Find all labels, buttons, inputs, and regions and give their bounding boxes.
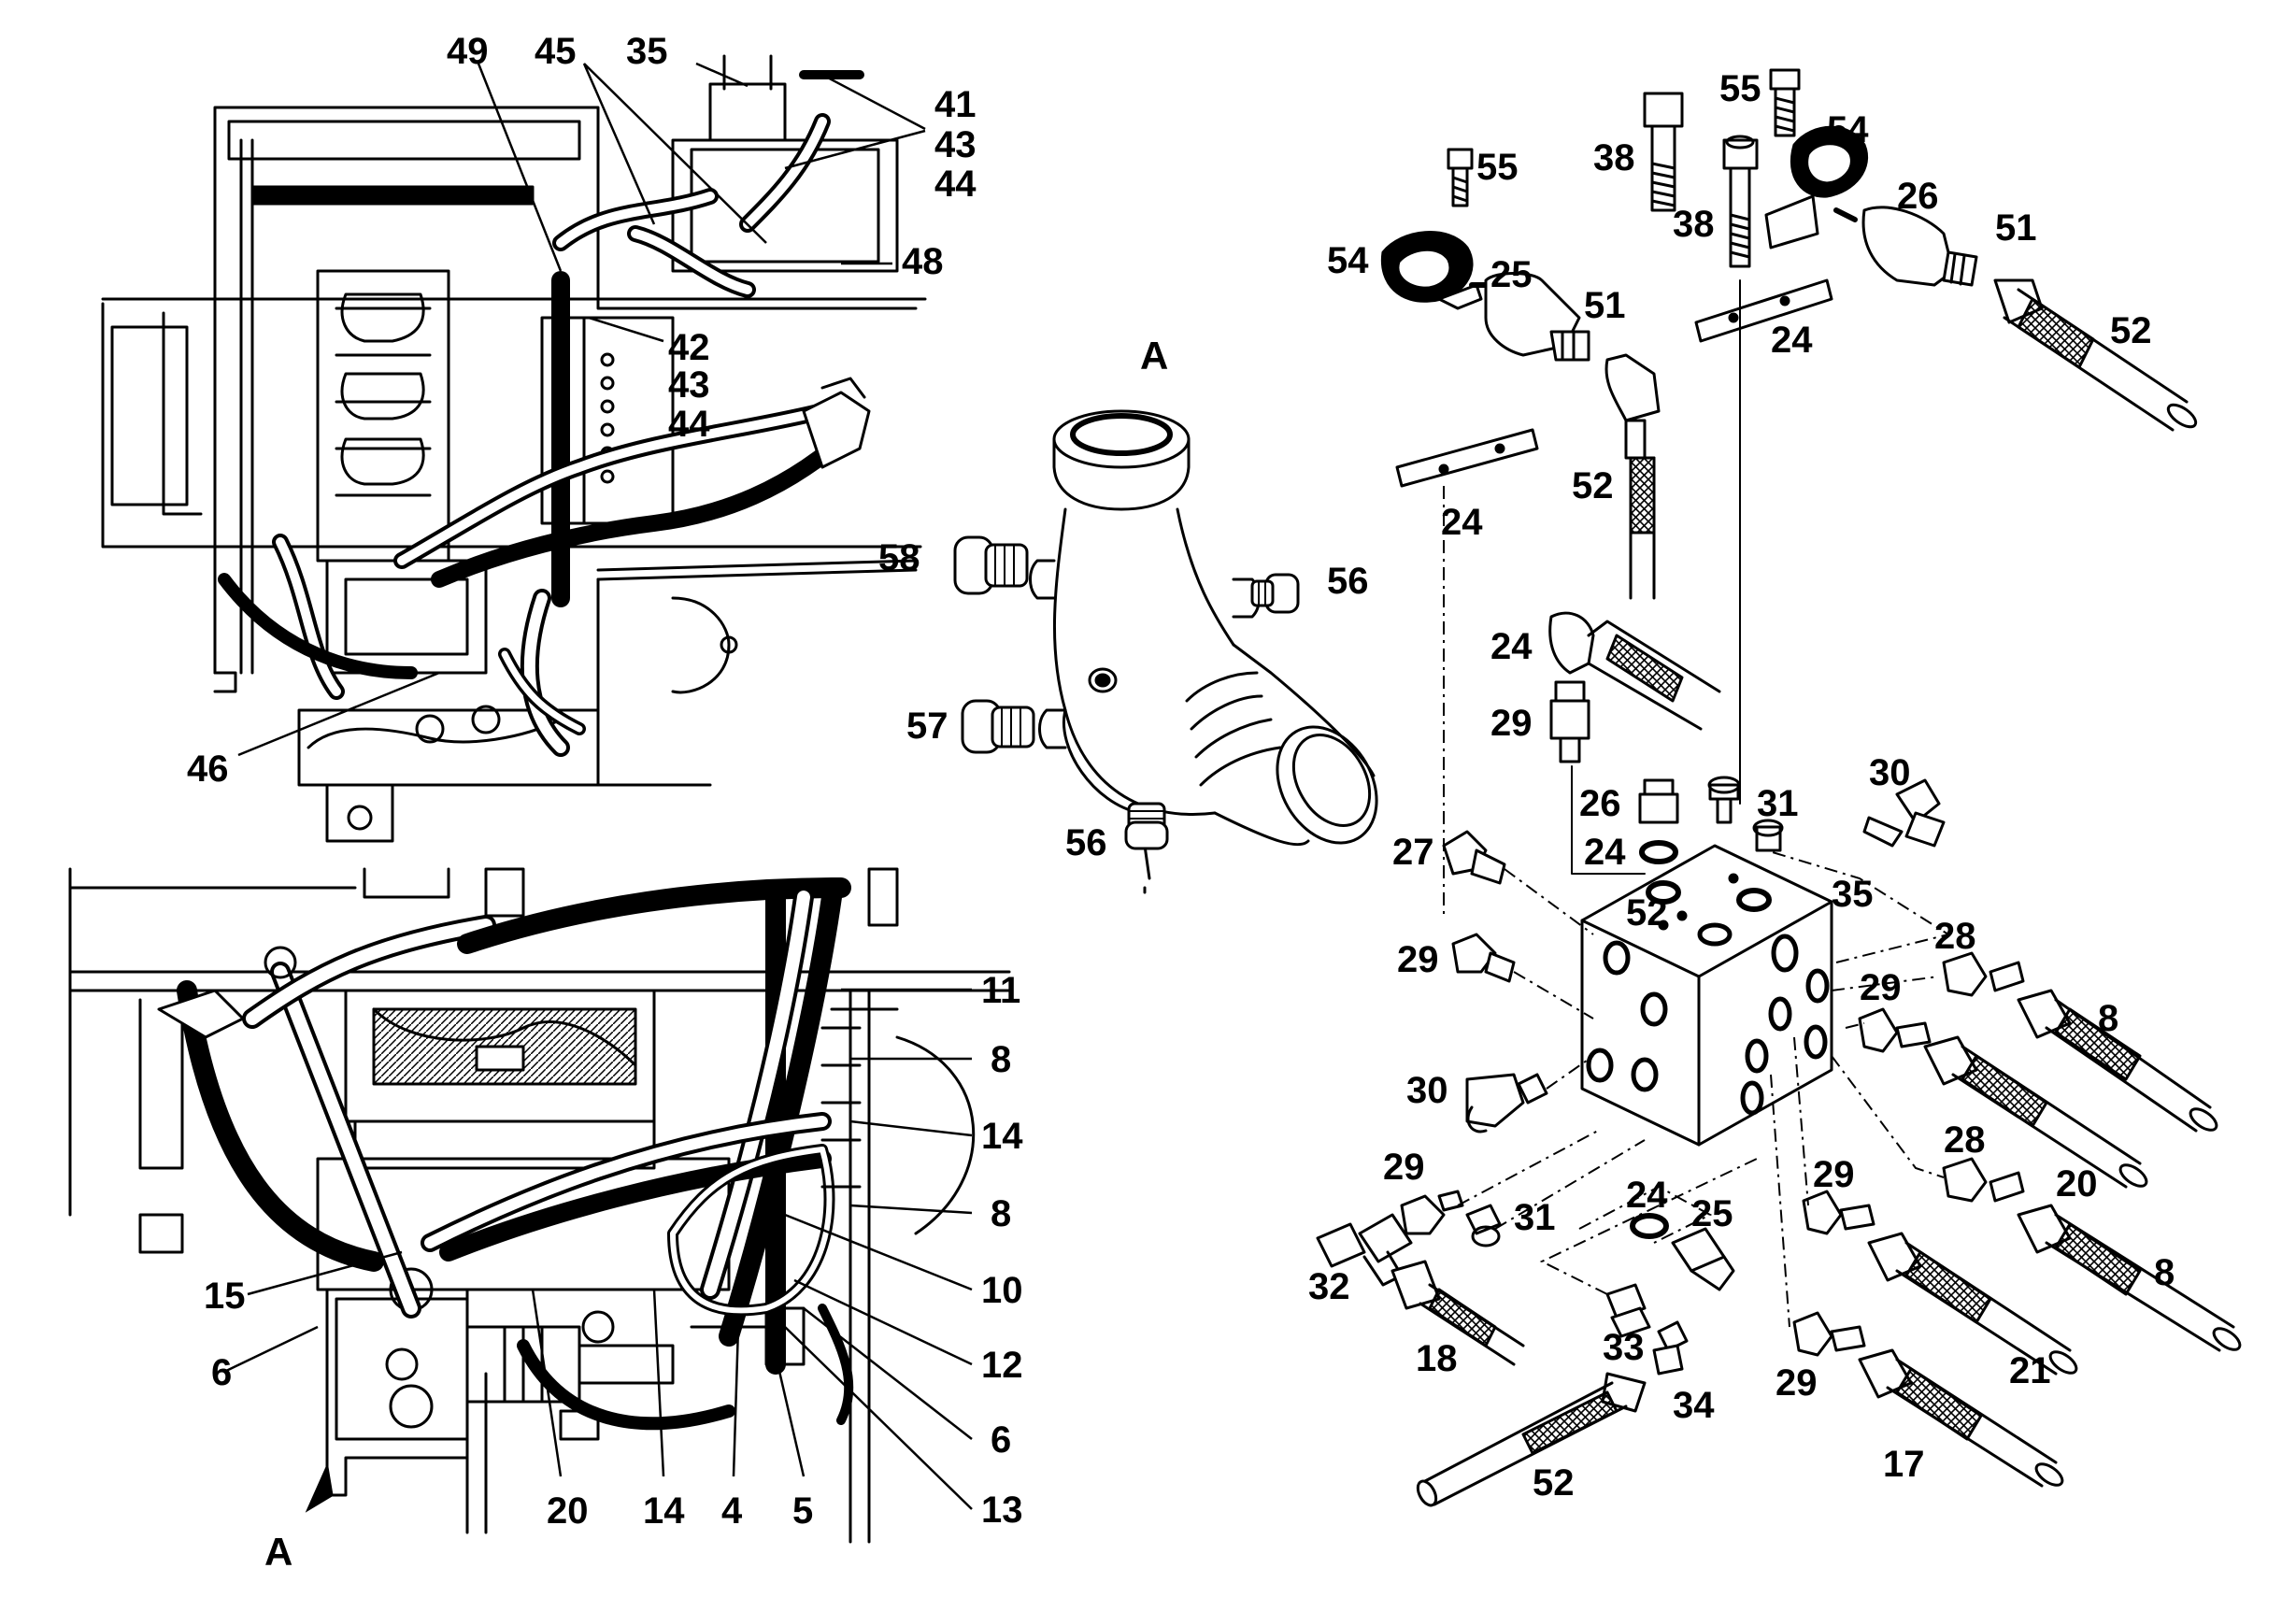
right-exploded-view (1316, 68, 2242, 1507)
callout-29a: 29 (1490, 703, 1533, 744)
top-left-installation-view (101, 54, 927, 843)
callout-6b: 6 (211, 1352, 232, 1393)
bottom-left-pump-view (68, 867, 1011, 1544)
plug-58 (953, 535, 1029, 595)
callout-25b: 25 (1691, 1193, 1733, 1234)
detail-view-label: A (1140, 334, 1168, 378)
callout-49: 49 (447, 31, 489, 72)
callout-52a: 52 (2110, 310, 2152, 351)
callout-6a: 6 (991, 1419, 1011, 1461)
callout-48: 48 (902, 241, 944, 282)
right-callouts: 55 54 38 55 54 38 24 25 51 26 51 52 52 2… (1308, 68, 2175, 1504)
callout-26a: 26 (1897, 176, 1939, 217)
callout-29d: 29 (1813, 1154, 1855, 1195)
callout-51a: 51 (1584, 285, 1626, 326)
callout-32: 32 (1308, 1266, 1350, 1307)
callout-14b: 14 (643, 1490, 685, 1532)
callout-14a: 14 (981, 1116, 1023, 1157)
callout-54a: 54 (1327, 240, 1369, 281)
bottom-left-callouts: 11 8 14 8 10 12 6 13 15 6 20 14 4 5 (204, 970, 1023, 1532)
callout-52d: 52 (1533, 1462, 1575, 1504)
callout-43: 43 (934, 124, 977, 165)
callout-38b: 38 (1673, 204, 1715, 245)
callout-12: 12 (981, 1345, 1023, 1386)
elbow-callouts: 58 56 57 56 (878, 537, 1369, 863)
callout-25a: 25 (1490, 254, 1533, 295)
callout-54b: 54 (1827, 109, 1869, 150)
callout-20: 20 (547, 1490, 589, 1532)
callout-27: 27 (1392, 832, 1434, 873)
callout-35: 35 (1832, 874, 1874, 915)
callout-52c: 24 (1490, 626, 1533, 667)
callout-10: 10 (981, 1270, 1023, 1311)
callout-8a: 8 (2098, 998, 2118, 1039)
plug-56-upper (1250, 573, 1300, 614)
right-guide-lines (1443, 486, 1951, 1328)
callout-15: 15 (204, 1276, 246, 1317)
callout-24c: 52 (1626, 892, 1668, 934)
callout-17: 17 (1883, 1444, 1925, 1485)
callout-4: 4 (721, 1490, 743, 1532)
callout-42: 42 (668, 327, 710, 368)
callout-26b: 26 (1579, 783, 1621, 824)
callout-38a: 38 (1593, 137, 1635, 178)
callout-8a: 8 (991, 1039, 1011, 1080)
callout-8b: 8 (991, 1193, 1011, 1234)
callout-44: 44 (934, 164, 977, 205)
view-arrow-a: A (264, 1461, 334, 1574)
callout-30b: 30 (1406, 1070, 1448, 1111)
callout-58: 58 (878, 537, 920, 578)
callout-30a: 30 (1869, 752, 1911, 793)
callout-5: 5 (792, 1490, 813, 1532)
callout-28a: 28 (1934, 916, 1976, 957)
callout-45: 45 (535, 31, 577, 72)
callout-57: 57 (906, 706, 948, 747)
callout-13: 13 (981, 1490, 1023, 1531)
plug-56-lower (1124, 802, 1169, 850)
callout-34: 34 (1673, 1385, 1715, 1426)
callout-44b: 44 (668, 404, 710, 445)
callout-24d: 24 (1584, 832, 1626, 873)
callout-31b: 31 (1514, 1197, 1556, 1238)
callout-8b: 8 (2154, 1252, 2175, 1293)
callout-24b: 24 (1441, 502, 1483, 543)
plug-57 (961, 699, 1035, 754)
callout-33: 33 (1603, 1327, 1645, 1368)
callout-46: 46 (187, 748, 229, 790)
callout-11: 11 (981, 970, 1020, 1011)
callout-35: 35 (626, 31, 668, 72)
elbow-detail-a (1029, 409, 1378, 894)
callout-55a: 55 (1476, 147, 1519, 188)
callout-28b: 28 (1944, 1119, 1986, 1161)
callout-56b: 56 (1065, 822, 1107, 863)
top-left-leader-lines (237, 62, 926, 757)
callout-29f: 29 (1775, 1362, 1818, 1404)
callout-43b: 43 (668, 364, 710, 406)
callout-29c: 29 (1860, 967, 1902, 1008)
callout-52b: 52 (1572, 465, 1614, 506)
callout-24a: 24 (1771, 320, 1813, 361)
callout-24e: 24 (1626, 1175, 1668, 1216)
callout-31a: 31 (1757, 783, 1799, 824)
callout-41: 41 (934, 84, 977, 125)
callout-29b: 29 (1397, 939, 1439, 980)
elbow-plugs (953, 535, 1300, 850)
top-left-callouts: 49 45 35 41 43 44 48 42 43 44 46 (187, 31, 977, 790)
callout-18: 18 (1416, 1338, 1458, 1379)
callout-56a: 56 (1327, 561, 1369, 602)
callout-29e: 29 (1383, 1147, 1425, 1188)
bottom-left-leader-lines (223, 988, 973, 1510)
callout-21: 21 (2009, 1350, 2051, 1391)
callout-55b: 55 (1719, 68, 1761, 109)
callout-51b: 51 (1995, 207, 2037, 249)
callout-20: 20 (2056, 1163, 2098, 1205)
view-arrow-label: A (264, 1530, 292, 1574)
